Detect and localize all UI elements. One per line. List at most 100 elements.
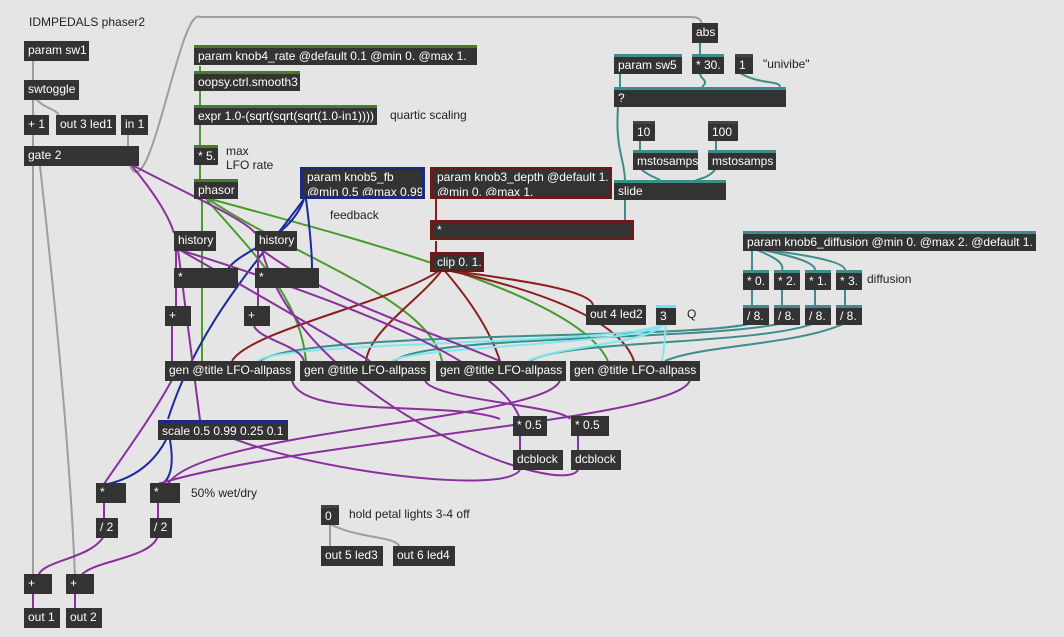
- divide-two-1[interactable]: / 2: [96, 518, 118, 538]
- cord: [207, 198, 443, 362]
- diffusion-times1[interactable]: * 1.: [805, 270, 831, 290]
- out2-object[interactable]: out 2: [66, 608, 102, 628]
- cord: [133, 165, 256, 234]
- quartic-comment: quartic scaling: [390, 108, 467, 122]
- wet-multiply-2[interactable]: *: [150, 483, 180, 503]
- expr-object[interactable]: expr 1.0-(sqrt(sqrt(sqrt(1.0-in1)))): [194, 105, 377, 125]
- diffusion-times2[interactable]: * 2.: [774, 270, 800, 290]
- cord: [445, 269, 635, 362]
- gate2-object[interactable]: gate 2: [24, 146, 139, 166]
- half-multiply-2[interactable]: * 0.5: [571, 416, 609, 436]
- cord: [161, 439, 173, 485]
- select-object[interactable]: ?: [614, 87, 786, 107]
- dcblock-object-1[interactable]: dcblock: [513, 450, 563, 470]
- wet-dry-comment: 50% wet/dry: [191, 486, 258, 500]
- cord: [253, 325, 305, 362]
- sum-object-2[interactable]: +: [66, 574, 94, 594]
- cord: [179, 249, 371, 362]
- cord: [699, 72, 707, 88]
- gen-lfo-allpass-1[interactable]: gen @title LFO-allpass: [165, 361, 295, 381]
- diffusion-comment: diffusion: [867, 272, 912, 286]
- phasor-object[interactable]: phasor: [194, 179, 238, 199]
- q-comment: Q: [687, 307, 697, 321]
- cord: [661, 321, 667, 362]
- feedback-multiply-1[interactable]: *: [174, 268, 238, 288]
- q-number-box[interactable]: 3: [656, 305, 676, 325]
- mstosamps-object-1[interactable]: mstosamps: [633, 150, 698, 170]
- out1-object[interactable]: out 1: [24, 608, 60, 628]
- cord: [365, 269, 443, 362]
- cord: [739, 72, 781, 88]
- diffusion-divide-2[interactable]: / 8.: [774, 305, 800, 325]
- diffusion-times0[interactable]: * 0.: [743, 270, 769, 290]
- abs-object[interactable]: abs: [692, 23, 718, 43]
- cord: [107, 439, 167, 485]
- cord: [305, 198, 313, 270]
- patcher-title: IDMPEDALS phaser2: [29, 15, 146, 29]
- depth-multiply-object[interactable]: *: [430, 220, 634, 240]
- hundred-number-box[interactable]: 100: [708, 121, 738, 141]
- cord: [261, 249, 501, 362]
- times30-object[interactable]: * 30.: [692, 54, 724, 74]
- cord: [79, 535, 159, 578]
- gen-lfo-allpass-4[interactable]: gen @title LFO-allpass: [570, 361, 700, 381]
- param-sw5-object[interactable]: param sw5: [614, 54, 682, 74]
- out4-led2-object[interactable]: out 4 led2: [586, 305, 646, 325]
- plus-one-object[interactable]: + 1: [24, 115, 49, 135]
- out5-led3-object[interactable]: out 5 led3: [321, 546, 383, 566]
- cord: [131, 165, 175, 234]
- diffusion-divide-3[interactable]: / 8.: [805, 305, 831, 325]
- univibe-comment: "univibe": [763, 57, 810, 71]
- param-sw1-object[interactable]: param sw1: [24, 41, 89, 61]
- cord: [527, 321, 667, 362]
- feedback-add-1[interactable]: +: [165, 306, 191, 326]
- knob6-diffusion-param[interactable]: param knob6_diffusion @min 0. @max 2. @d…: [743, 231, 1036, 251]
- knob5-fb-param[interactable]: param knob5_fb @min 0.5 @max 0.99: [300, 167, 425, 199]
- knob3-depth-param[interactable]: param knob3_depth @default 1. @min 0. @m…: [430, 167, 612, 199]
- cord: [261, 249, 579, 477]
- cord: [167, 198, 305, 420]
- wet-multiply-1[interactable]: *: [96, 483, 126, 503]
- cord: [445, 269, 594, 306]
- diffusion-divide-1[interactable]: / 8.: [743, 305, 769, 325]
- feedback-multiply-2[interactable]: *: [255, 268, 319, 288]
- cord: [291, 379, 501, 420]
- cord: [179, 249, 521, 420]
- history-object-2[interactable]: history: [255, 231, 297, 251]
- times5-object[interactable]: * 5.: [194, 145, 218, 165]
- sum-object-1[interactable]: +: [24, 574, 52, 594]
- half-multiply-1[interactable]: * 0.5: [513, 416, 547, 436]
- slide-object[interactable]: slide: [614, 180, 726, 200]
- ten-number-box[interactable]: 10: [633, 121, 655, 141]
- divide-two-2[interactable]: / 2: [150, 518, 172, 538]
- history-object-1[interactable]: history: [174, 231, 216, 251]
- mstosamps-object-2[interactable]: mstosamps: [708, 150, 776, 170]
- gen-lfo-allpass-2[interactable]: gen @title LFO-allpass: [300, 361, 430, 381]
- diffusion-divide-4[interactable]: / 8.: [836, 305, 862, 325]
- feedback-comment: feedback: [330, 208, 379, 222]
- feedback-add-2[interactable]: +: [244, 306, 270, 326]
- cord: [257, 321, 667, 362]
- cord: [37, 535, 105, 578]
- dcblock-object-2[interactable]: dcblock: [571, 450, 621, 470]
- gen-lfo-allpass-3[interactable]: gen @title LFO-allpass: [436, 361, 566, 381]
- scale-object[interactable]: scale 0.5 0.99 0.25 0.1: [158, 420, 288, 440]
- in1-object[interactable]: in 1: [121, 115, 148, 135]
- cord: [394, 322, 783, 362]
- cord: [443, 269, 501, 362]
- cord: [167, 379, 561, 485]
- clip-object[interactable]: clip 0. 1.: [430, 252, 484, 272]
- diffusion-times3[interactable]: * 3.: [836, 270, 862, 290]
- out6-led4-object[interactable]: out 6 led4: [393, 546, 455, 566]
- knob4-rate-param[interactable]: param knob4_rate @default 0.1 @min 0. @m…: [194, 45, 477, 65]
- cord: [424, 379, 571, 420]
- zero-number-box[interactable]: 0: [321, 505, 339, 525]
- out3-led1-object[interactable]: out 3 led1: [56, 115, 116, 135]
- univibe-number-box[interactable]: 1: [735, 54, 753, 74]
- cord: [103, 379, 173, 485]
- swtoggle-object[interactable]: swtoggle: [24, 80, 79, 100]
- smooth3-object[interactable]: oopsy.ctrl.smooth3: [194, 71, 300, 91]
- cord: [616, 106, 626, 182]
- cord: [157, 379, 691, 485]
